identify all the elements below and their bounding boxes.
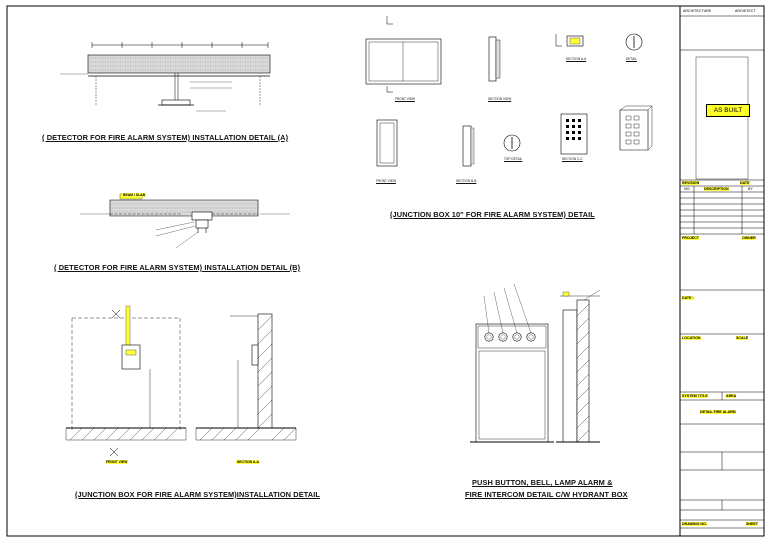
push-button-title-line2: FIRE INTERCOM DETAIL C/W HYDRANT BOX <box>465 490 628 499</box>
label-section-bb: SECTION B-B <box>456 179 477 183</box>
label-section-cc: SECTION C-C <box>562 157 583 161</box>
tb-date: DATE <box>740 181 750 185</box>
title-block <box>680 15 764 529</box>
junction-10-detail <box>365 16 653 167</box>
tb-description: DESCRIPTION <box>704 187 729 191</box>
tb-no: NO. <box>684 187 691 191</box>
label-top-detail: TOP DETAIL <box>504 157 523 161</box>
detector-b-title: ( DETECTOR FOR FIRE ALARM SYSTEM) INSTAL… <box>54 263 301 272</box>
detector-b-drawing <box>80 193 290 249</box>
tb-location: LOCATION <box>682 336 701 340</box>
label-detail: DETAIL <box>626 57 637 61</box>
label-front-view-1: FRONT VIEW <box>395 97 415 101</box>
tb-revision: REVISION <box>682 181 700 185</box>
junction-10-title: (JUNCTION BOX 10" FOR FIRE ALARM SYSTEM)… <box>390 210 595 219</box>
tb-title-main: DETAIL FIRE ALARM <box>700 410 736 414</box>
tb-dates: DATE : <box>682 296 694 300</box>
tb-system-title: SYSTEM TITLE <box>682 394 708 398</box>
label-section-aa: SECTION A-A <box>566 57 587 61</box>
sheet-border <box>6 5 765 537</box>
tb-sheet: SHEET <box>746 522 758 526</box>
label-front-view-2: FRONT VIEW <box>376 179 396 183</box>
tb-project: PROJECT <box>682 236 699 240</box>
tb-scale: SCALE <box>736 336 749 340</box>
tb-owner: OWNER <box>742 236 756 240</box>
tb-area: AREA <box>726 394 737 398</box>
detector-a-title: ( DETECTOR FOR FIRE ALARM SYSTEM) INSTAL… <box>42 133 289 142</box>
tb-architect: ARCHITECT <box>735 9 756 13</box>
tb-drawing-no: DRAWING NO. <box>682 522 707 526</box>
label-section-aa-2: SECTION A-A <box>236 460 260 464</box>
hydrant-box-drawing <box>470 283 601 443</box>
junction-install-left <box>65 305 187 457</box>
as-built-stamp: AS BUILT <box>706 104 750 117</box>
junction-install-title: (JUNCTION BOX FOR FIRE ALARM SYSTEM)INST… <box>75 490 320 499</box>
label-beam: BEAM / SLAB <box>122 193 147 197</box>
push-button-title-line1: PUSH BUTTON, BELL, LAMP ALARM & <box>472 478 613 487</box>
tb-architecture: ARCHITECTURE <box>683 9 712 13</box>
junction-install-section <box>195 313 297 441</box>
tb-by: BY <box>748 187 753 191</box>
detector-a-drawing <box>60 42 271 112</box>
label-section-1: SECTION VIEW <box>488 97 512 101</box>
label-front-elev: FRONT VIEW <box>105 460 129 464</box>
